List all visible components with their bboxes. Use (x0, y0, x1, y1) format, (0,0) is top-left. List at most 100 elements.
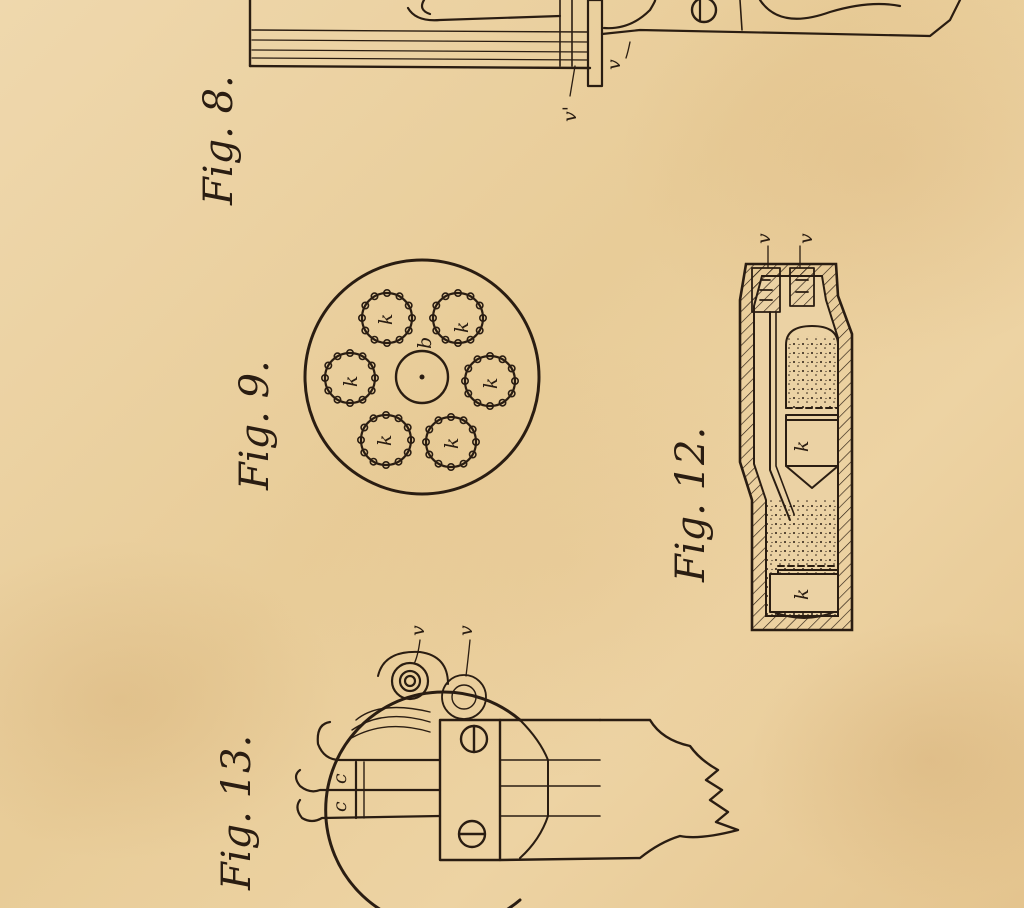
fig9-chamber-scallop (459, 459, 468, 468)
fig9-chamber-6 (424, 415, 478, 469)
fig12-bullets (769, 325, 839, 619)
fig9-chamber-3 (323, 351, 377, 405)
fig9-chamber-scallop (333, 352, 342, 361)
fig13-label: Fig. 13. (214, 735, 260, 891)
fig13-ref-c2: c (329, 801, 351, 812)
fig9-chamber-scallop (434, 416, 443, 425)
figure-12: v v k k Fig. 12. (668, 233, 854, 632)
fig9-chamber-scallop (428, 313, 437, 322)
fig9-chamber-scallop (370, 292, 379, 301)
fig9-center-dot (419, 374, 425, 380)
fig12-powder-upper (786, 336, 838, 408)
fig9-chamber-scallop (345, 348, 354, 357)
fig9-chamber-scallop (478, 313, 487, 322)
fig12-ref-v2: v (795, 233, 817, 244)
fig9-chamber-scallop (403, 423, 412, 432)
fig9-chamber-scallop (369, 457, 378, 466)
fig9-chamber-scallop (358, 352, 367, 361)
fig9-chamber-scallop (324, 386, 333, 395)
fig9-ref-k1: k (375, 313, 397, 325)
fig9-chamber-scallop (475, 326, 484, 335)
fig9-chamber-scallop (459, 416, 468, 425)
fig9-chamber-scallop (425, 425, 434, 434)
fig9-chamber-scallop (404, 301, 413, 310)
fig13-cylinder-outline (324, 690, 522, 908)
fig9-chamber-scallop (453, 338, 462, 347)
fig9-chamber-scallop (370, 335, 379, 344)
fig9-label: Fig. 9. (232, 360, 278, 491)
fig9-chamber-scallop (441, 292, 450, 301)
fig9-chamber-scallop (460, 376, 469, 385)
fig9-chamber-scallop (324, 361, 333, 370)
fig12-ref-k1: k (791, 440, 813, 452)
fig9-chamber-scallop (395, 292, 404, 301)
fig9-chamber-scallop (432, 301, 441, 310)
fig9-chamber-scallop (468, 450, 477, 459)
fig9-chamber-scallop (361, 326, 370, 335)
fig12-leaders (767, 245, 801, 269)
fig9-chamber-scallop (421, 437, 430, 446)
fig9-chamber-scallop (475, 301, 484, 310)
fig9-chamber-scallop (425, 450, 434, 459)
fig9-chamber-scallop (360, 448, 369, 457)
fig9-chamber-5 (359, 413, 413, 467)
fig9-ref-b: b (414, 337, 436, 349)
fig13-ref-v2: v (455, 625, 477, 636)
fig9-chamber-scallop (381, 410, 390, 419)
fig9-chamber-scallop (357, 313, 366, 322)
fig8-label: Fig. 8. (196, 75, 242, 206)
fig9-chamber-scallop (510, 376, 519, 385)
fig9-chamber-scallop (471, 437, 480, 446)
fig9-chamber-scallop (361, 301, 370, 310)
fig9-chamber-scallop (394, 457, 403, 466)
fig9-chamber-2 (431, 291, 485, 345)
fig9-chamber-scallop (507, 364, 516, 373)
fig12-ref-v1: v (753, 233, 775, 244)
fig13-hammer (294, 720, 442, 823)
figure-8: v v' Fig. 8. (196, 0, 962, 206)
fig13-frame (438, 718, 740, 862)
fig9-chamber-scallop (473, 355, 482, 364)
figure-9: k k k k k k b Fig. 9. (232, 258, 541, 496)
fig12-ref-k2: k (791, 588, 813, 600)
fig9-chamber-scallop (382, 338, 391, 347)
fig9-chamber-scallop (382, 288, 391, 297)
fig9-chamber-scallop (345, 398, 354, 407)
fig9-ref-k3: k (340, 375, 362, 387)
fig9-chamber-scallop (446, 462, 455, 471)
fig9-chamber-scallop (441, 335, 450, 344)
fig13-ref-v1: v (407, 625, 429, 636)
fig9-chamber-scallop (468, 425, 477, 434)
fig9-chamber-1 (360, 291, 414, 345)
fig9-chamber-scallop (446, 412, 455, 421)
fig8-ref-v: v (603, 59, 625, 70)
fig9-chambers (320, 288, 519, 471)
fig9-chamber-scallop (485, 351, 494, 360)
fig9-chamber-scallop (320, 373, 329, 382)
fig9-cylinder-outline (303, 258, 541, 496)
fig9-chamber-scallop (432, 326, 441, 335)
fig12-label: Fig. 12. (668, 427, 714, 583)
fig9-chamber-scallop (507, 389, 516, 398)
fig9-ref-k5: k (374, 434, 396, 446)
fig9-chamber-scallop (358, 395, 367, 404)
fig9-ref-k4: k (480, 377, 502, 389)
fig9-chamber-scallop (403, 448, 412, 457)
fig9-chamber-scallop (394, 414, 403, 423)
fig9-chamber-scallop (498, 355, 507, 364)
fig9-chamber-scallop (407, 313, 416, 322)
fig9-chamber-scallop (434, 459, 443, 468)
fig12-primers (751, 267, 815, 521)
fig9-chamber-scallop (360, 423, 369, 432)
fig13-leaders (413, 639, 471, 677)
fig9-chamber-scallop (406, 435, 415, 444)
fig9-chamber-scallop (404, 326, 413, 335)
figure-13: v v c c Fig. 13. (214, 625, 740, 908)
fig9-chamber-scallop (453, 288, 462, 297)
fig9-chamber-scallop (395, 335, 404, 344)
fig9-chamber-scallop (367, 386, 376, 395)
fig9-chamber-scallop (356, 435, 365, 444)
fig9-chamber-scallop (466, 335, 475, 344)
fig9-chamber-scallop (466, 292, 475, 301)
